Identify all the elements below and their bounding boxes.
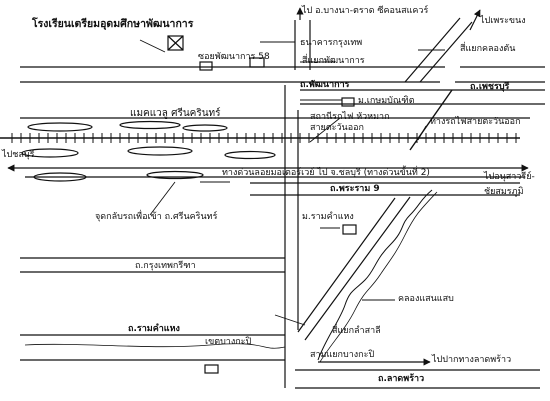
ramkhamhaeng-road xyxy=(20,334,286,361)
soi-block xyxy=(199,61,213,71)
pattanakarn-intersection-label: สี่แยกพัฒนาการ xyxy=(302,56,365,66)
ramkhamhaeng-univ-building xyxy=(342,224,357,235)
railway-line xyxy=(0,133,520,143)
to-phetchaburi-label: ไปเพระขนง xyxy=(480,16,526,26)
to-anusawari-label-2: ชัยสมรภูมิ xyxy=(484,187,524,197)
lat-phrao-road xyxy=(295,358,540,389)
pattanakarn-road xyxy=(20,66,545,83)
to-lat-phrao-mouth-label: ไปปากทางลาดพร้าว xyxy=(432,355,512,365)
pattanakarn-road-label: ถ.พัฒนาการ xyxy=(300,80,350,90)
klong-saen-saep-canal xyxy=(317,189,433,361)
hua-mak-station-label-2: สายตะวันออก xyxy=(310,123,364,133)
bangkapi-office xyxy=(204,364,219,374)
phetchaburi-road xyxy=(300,89,545,105)
bangkok-bank-building xyxy=(249,57,265,68)
motorway-band xyxy=(7,117,530,182)
soi-pattanakarn-label: ซอยพัฒนาการ 58 xyxy=(198,52,270,62)
bangkapi-junction-label: สามแยกบางกะปิ xyxy=(310,350,375,360)
to-anusawari-label-1: ไปอนุสาวรีย์- xyxy=(484,172,535,182)
phetchaburi-road-label: ถ.เพชรบุรี xyxy=(470,82,510,92)
mall-label: แมคแวลู ศรีนครินทร์ xyxy=(130,108,221,119)
rama9-road xyxy=(250,182,520,196)
klongton-intersection-label: สี่แยกคลองตัน xyxy=(460,44,516,54)
school-label: โรงเรียนเตรียมอุดมศึกษาพัฒนาการ xyxy=(32,18,194,30)
krungthep-kreetha-label: ถ.กรุงเทพกรีฑา xyxy=(135,261,196,271)
leader-lines xyxy=(139,39,445,326)
klong-saen-saep-label: คลองแสนแสบ xyxy=(398,294,454,304)
ramkhamhaeng-road-label: ถ.รามคำแหง xyxy=(128,324,180,334)
railway-east-label: ทางรถไฟสายตะวันออก xyxy=(430,117,521,127)
to-chonburi-label: ไปชลบุรี xyxy=(2,150,35,160)
ramkhamhaeng-univ-label: ม.รามคำแหง xyxy=(302,212,354,222)
lam-sali-intersection-label: สี่แยกลำสาลี xyxy=(332,326,381,336)
diagonal-roads-north xyxy=(404,17,473,151)
rama9-road-label: ถ.พระราม 9 xyxy=(330,184,380,194)
krungthep-kreetha-road xyxy=(20,257,285,273)
expressway-label: ทางด่วนลอยมอเตอร์เวย์ ไป จ.ชลบุรี (ทางด่… xyxy=(222,168,430,178)
bangkok-bank-label: ธนาคารกรุงเทพ xyxy=(300,38,363,48)
kasem-bundit-label: ม.เกษมบัณฑิต xyxy=(358,96,415,106)
ramkhamhaeng-diagonal xyxy=(297,196,411,341)
lat-phrao-road-label: ถ.ลาดพร้าว xyxy=(378,374,425,384)
to-bangna-label: ไป อ.บางนา-ตราด ซีคอนสแควร์ xyxy=(302,6,429,16)
hua-mak-station-label-1: สถานีรถไฟ หัวหมาก xyxy=(310,112,390,122)
bangkapi-district-label: เขตบางกะปิ xyxy=(205,337,252,347)
school-building xyxy=(167,35,184,51)
srinakarin-road xyxy=(284,20,311,388)
srinakarin-uturn-label: จุดกลับรถเพื่อเข้า ถ.ศรีนครินทร์ xyxy=(95,212,218,222)
kasem-bundit-building xyxy=(341,97,355,107)
